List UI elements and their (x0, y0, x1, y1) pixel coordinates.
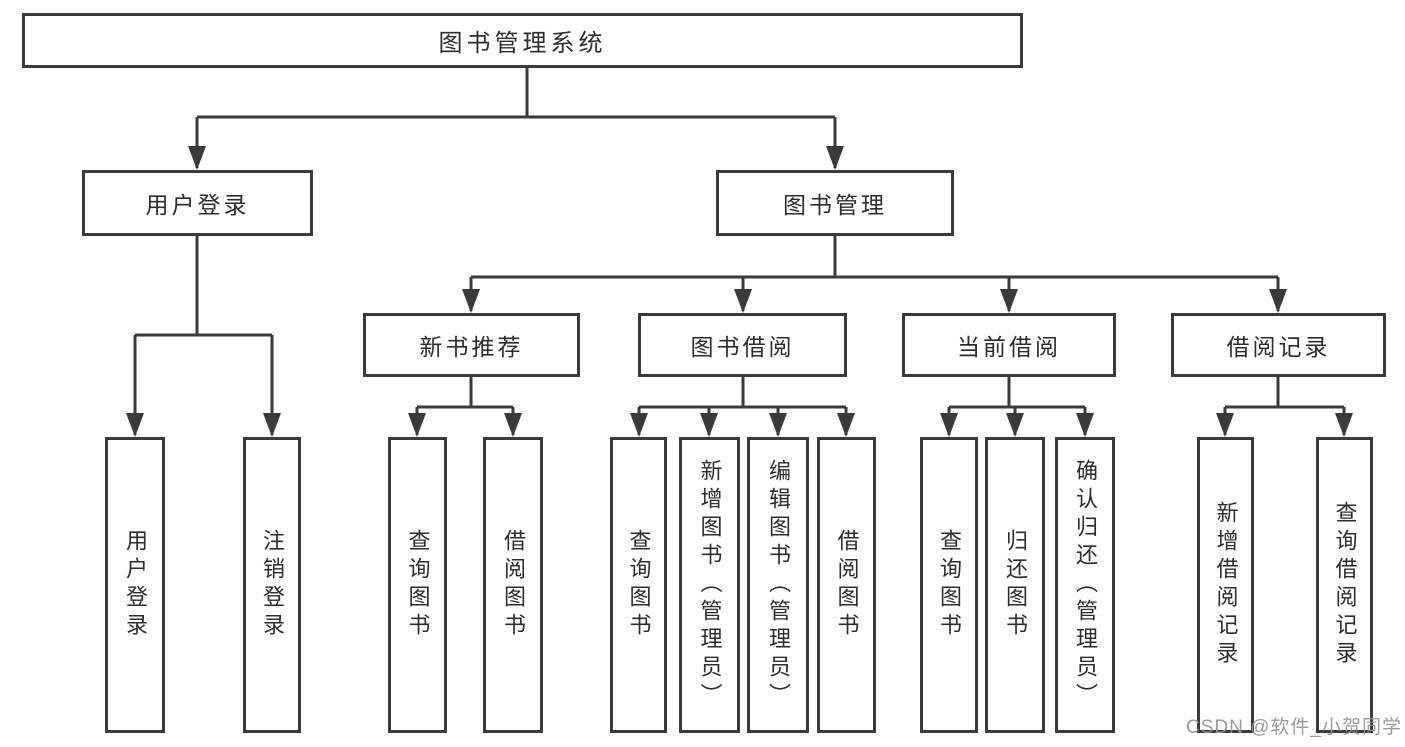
leaf-query-books-recommendation: 查询图书 (388, 437, 447, 733)
arrow-down-icon (769, 413, 787, 437)
arrow-down-icon (126, 413, 144, 437)
arrow-down-icon (837, 413, 855, 437)
arrow-down-icon (188, 146, 206, 170)
arrow-down-icon (826, 146, 844, 170)
arrow-down-icon (734, 289, 752, 313)
arrow-down-icon (408, 413, 426, 437)
arrowhead-icons (126, 146, 1353, 437)
arrow-down-icon (940, 413, 958, 437)
connector-user-login-to-leaves (133, 236, 274, 435)
arrow-down-icon (630, 413, 648, 437)
leaf-add-book-admin: 新增图书（管理员） (679, 437, 740, 733)
node-book-management: 图书管理 (716, 170, 954, 236)
leaf-borrow-books-borrowing: 借阅图书 (817, 437, 876, 733)
arrow-down-icon (504, 413, 522, 437)
connector-book-borrowing-to-leaves (637, 377, 848, 435)
arrow-down-icon (1216, 413, 1234, 437)
leaf-query-books-current: 查询图书 (920, 437, 978, 733)
node-borrowing-records: 借阅记录 (1171, 313, 1386, 377)
arrow-down-icon (700, 413, 718, 437)
leaf-edit-book-admin: 编辑图书（管理员） (747, 437, 809, 733)
node-library-management-system: 图书管理系统 (22, 13, 1023, 68)
leaf-confirm-return-admin: 确认归还（管理员） (1055, 437, 1115, 733)
leaf-logout: 注销登录 (243, 437, 301, 733)
leaf-query-books-borrowing: 查询图书 (610, 437, 667, 733)
leaf-query-borrow-record: 查询借阅记录 (1316, 437, 1373, 733)
arrow-down-icon (1269, 289, 1287, 313)
connector-new-book-recommendation-to-leaves (415, 377, 515, 435)
watermark: CSDN @软件_小贺同学 (1186, 717, 1402, 738)
node-user-login: 用户登录 (82, 170, 313, 236)
leaf-return-books: 归还图书 (985, 437, 1045, 733)
leaf-add-borrow-record: 新增借阅记录 (1197, 437, 1254, 733)
node-book-borrowing: 图书借阅 (638, 313, 847, 377)
leaf-borrow-books-recommendation: 借阅图书 (483, 437, 543, 733)
arrow-down-icon (462, 289, 480, 313)
arrow-down-icon (263, 413, 281, 437)
arrow-down-icon (1000, 289, 1018, 313)
connector-book-management-to-level3 (469, 236, 1280, 311)
arrow-down-icon (1335, 413, 1353, 437)
arrow-down-icon (1076, 413, 1094, 437)
arrow-down-icon (1006, 413, 1024, 437)
connector-borrowing-records-to-leaves (1223, 377, 1346, 435)
node-current-borrowing: 当前借阅 (902, 313, 1116, 377)
leaf-user-login: 用户登录 (105, 437, 165, 733)
connector-root-to-level2 (195, 68, 837, 168)
node-new-book-recommendation: 新书推荐 (363, 313, 580, 377)
